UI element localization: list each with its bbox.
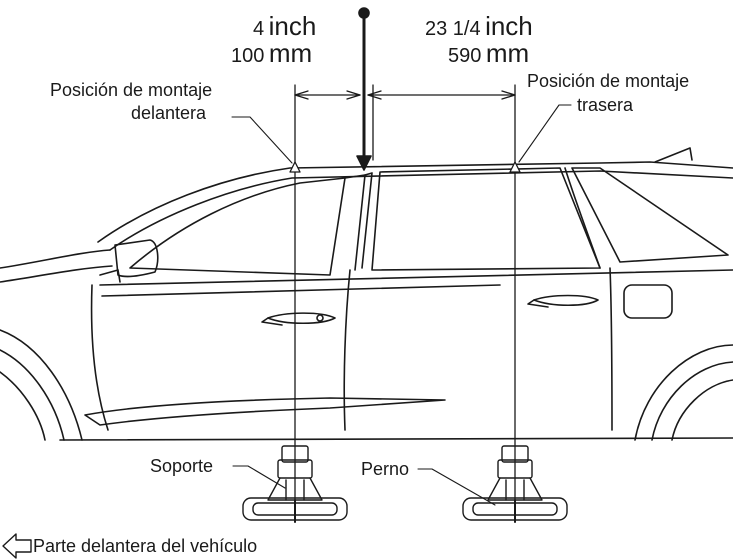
rear-inch-unit: inch [485,11,533,41]
front-mount-label-line2: delantera [131,103,207,123]
rear-bracket [462,445,568,523]
rear-mm-value: 590 [448,45,482,67]
rear-dimension-arrow [367,90,516,100]
front-inch-unit: inch [268,11,317,41]
triangle-marker-icon [289,161,521,173]
front-dimension-arrow [294,90,361,100]
reference-pin [356,7,372,171]
measurement-guides [294,84,516,521]
front-mm-unit: mm [268,38,313,68]
arrow-left-icon [2,533,32,559]
rear-mount-label-line1: Posición de montaje [527,71,690,91]
rear-dim-mm: 590 mm [448,40,529,66]
vehicle-front-label: Parte delantera del vehículo [33,536,258,556]
rear-inch-value: 23 1/4 [425,18,481,40]
bolt-label: Perno [361,459,410,479]
car-body [0,147,733,441]
front-dim-mm: 100 mm [231,40,312,66]
front-dim-inch: 4 inch [253,13,316,39]
bracket-label: Soporte [150,456,214,476]
front-bracket [242,445,348,523]
rear-mount-label-line2: trasera [577,95,634,115]
rear-dim-inch: 23 1/4 inch [425,13,533,39]
front-mount-label-line1: Posición de montaje [50,80,213,100]
rear-mm-unit: mm [485,38,530,68]
front-inch-value: 4 [253,18,265,40]
front-mm-value: 100 [231,45,265,67]
leader-lines [231,104,572,506]
